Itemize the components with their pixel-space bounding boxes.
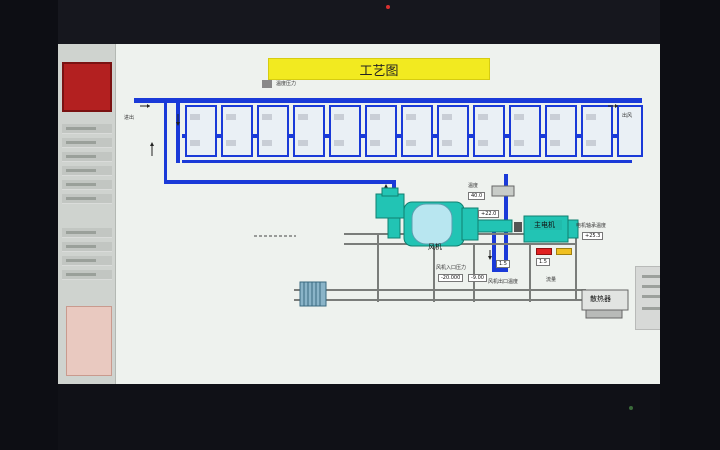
flow-label: 流量	[546, 277, 557, 283]
top-temp-value: 40.0	[468, 192, 486, 200]
heat-exchanger	[299, 281, 327, 307]
return-pipe	[164, 103, 167, 183]
control-valve	[491, 185, 515, 197]
bezel-right	[660, 0, 720, 450]
motor-bearing-value: +25.3	[582, 232, 604, 240]
oil-station	[581, 289, 629, 319]
right-status-panel[interactable]	[635, 266, 660, 330]
bezel-bottom	[58, 384, 660, 450]
sidebar-row[interactable]	[62, 124, 112, 134]
sidebar-row[interactable]	[62, 152, 112, 162]
bottom-collector-pipe	[182, 160, 632, 163]
fan-inlet-pressure-label: 风机入口压力	[436, 265, 467, 271]
alarm-indicator[interactable]	[536, 248, 552, 255]
left-sidebar	[58, 44, 116, 384]
page-title: 工艺图	[268, 58, 490, 80]
camera-indicator	[386, 5, 390, 9]
sidebar-row[interactable]	[62, 166, 112, 176]
sidebar-row[interactable]	[62, 228, 112, 238]
fan-inlet-value-1: -20.000	[438, 274, 464, 282]
filter-modules	[185, 105, 643, 157]
sidebar-row[interactable]	[62, 256, 112, 266]
process-diagram: 工艺图 进出 出风 温度压力 风机 主电机 散热器 温度 40.0 +22.0 …	[116, 44, 660, 384]
bearing-temp-label: 电机轴承温度	[576, 223, 607, 229]
fan-outlet-value: +22.0	[478, 210, 500, 218]
fan-inlet-value-2: -9.00	[468, 274, 487, 282]
horizontal-feed-pipe	[164, 180, 396, 184]
bezel-left	[0, 0, 58, 450]
sidebar-row[interactable]	[62, 194, 112, 204]
main-motor	[523, 215, 579, 243]
outlet-label: 出风	[622, 113, 633, 119]
sidebar-row[interactable]	[62, 270, 112, 280]
alarm-header-block[interactable]	[62, 62, 112, 112]
sidebar-row[interactable]	[62, 138, 112, 148]
bezel-top	[58, 0, 660, 44]
fan-assembly	[375, 187, 513, 247]
warning-indicator[interactable]	[556, 248, 572, 255]
mid-value: 1.5	[496, 260, 510, 268]
fan-outlet-temp-label: 风机出口温度	[488, 279, 519, 285]
temp-pressure-label: 温度压力	[276, 81, 297, 87]
sidebar-row[interactable]	[62, 242, 112, 252]
process-graphic	[134, 80, 643, 319]
outlet-elbow	[492, 268, 508, 272]
top-indicator	[262, 80, 272, 88]
fan-outlet-pipe	[492, 224, 496, 270]
left-feeder-pipe	[176, 103, 180, 163]
coupling	[514, 222, 522, 232]
hmi-screen: 工艺图 进出 出风 温度压力 风机 主电机 散热器 温度 40.0 +22.0 …	[58, 44, 660, 384]
power-led	[629, 406, 633, 410]
inlet-label: 进出	[124, 115, 135, 121]
sidebar-row[interactable]	[62, 180, 112, 190]
camera-thumbnail[interactable]	[66, 306, 112, 376]
temperature-label: 温度	[468, 183, 479, 189]
status-value: 1.5	[536, 258, 550, 266]
main-header-pipe	[134, 98, 642, 103]
